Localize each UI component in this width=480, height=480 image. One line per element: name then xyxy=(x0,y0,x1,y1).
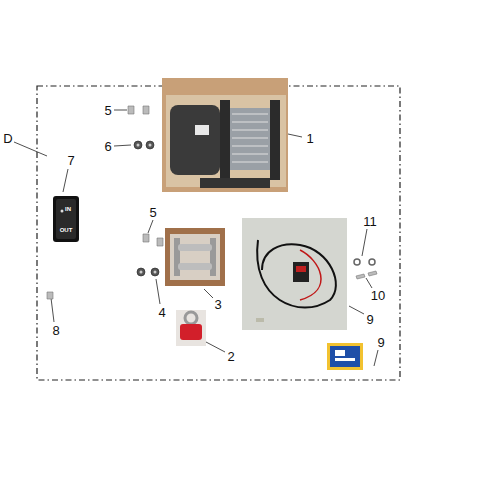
callout-number: 5 xyxy=(104,104,111,117)
callout-number: 4 xyxy=(158,306,165,319)
callout-number: 1 xyxy=(306,132,313,145)
callout-number: 7 xyxy=(67,154,74,167)
callout-number: 10 xyxy=(371,289,385,302)
callout-number: 9 xyxy=(366,313,373,326)
callout-number: 6 xyxy=(104,140,111,153)
callout-number: 3 xyxy=(214,298,221,311)
callout-number: 11 xyxy=(363,215,377,228)
switch-text: OUT xyxy=(60,227,73,233)
callout-number: 9 xyxy=(377,336,384,349)
callout-number: 2 xyxy=(227,350,234,363)
switch-text: IN xyxy=(65,206,71,212)
callout-number: 8 xyxy=(52,324,59,337)
part-group-letter: D xyxy=(3,132,12,145)
callout-number: 5 xyxy=(149,206,156,219)
